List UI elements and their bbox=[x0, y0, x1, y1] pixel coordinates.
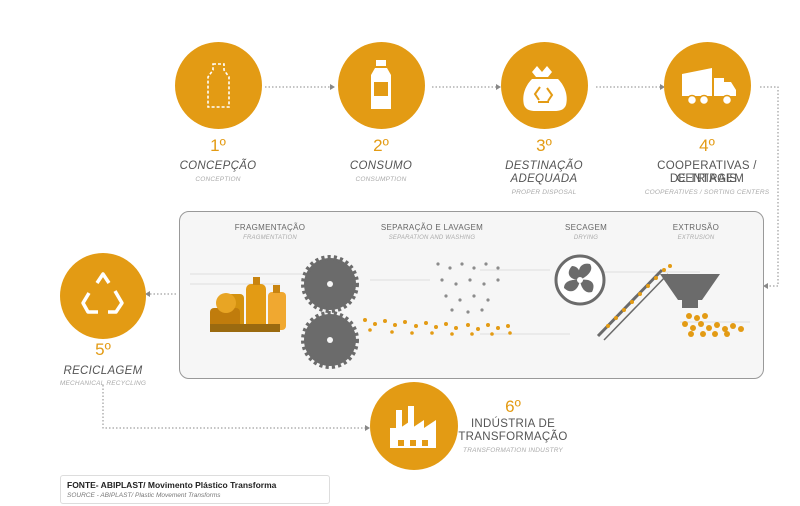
step1-name: CONCEPÇÃO bbox=[179, 160, 257, 172]
step5-sub: MECHANICAL RECYCLING bbox=[59, 380, 147, 387]
step3-name-line1: DESTINAÇÃO bbox=[505, 160, 583, 172]
step1-sub: CONCEPTION bbox=[195, 176, 241, 183]
step1-circle bbox=[175, 42, 262, 129]
recycling-process-panel: FRAGMENTAÇÃO FRAGMENTATION SEPARAÇÃO E L… bbox=[179, 211, 764, 379]
bottle-outline-icon bbox=[207, 63, 230, 108]
plastic-flakes bbox=[363, 318, 512, 336]
recycle-bag-icon bbox=[523, 66, 567, 111]
step2-circle bbox=[338, 42, 425, 129]
step3-name-line2: ADEQUADA bbox=[510, 173, 578, 185]
step2-number: 2º bbox=[373, 136, 389, 155]
step4-number: 4º bbox=[699, 136, 715, 155]
step4-circle bbox=[664, 42, 751, 129]
step4-name-line1: COOPERATIVAS / CENTRAIS bbox=[657, 160, 757, 185]
step2-name: CONSUMO bbox=[349, 160, 413, 172]
water-drops-icon bbox=[436, 262, 500, 314]
process-extrusion-sub: EXTRUSION bbox=[677, 235, 715, 241]
extruder-hopper-icon bbox=[660, 274, 720, 308]
step6-name-line2: TRANSFORMAÇÃO bbox=[458, 431, 568, 443]
step4-name-line2: DE TRIAGEM bbox=[669, 173, 745, 185]
source-line1: FONTE- ABIPLAST/ Movimento Plástico Tran… bbox=[67, 480, 277, 490]
step6-name-line1: INDÚSTRIA DE bbox=[470, 418, 556, 430]
step3-number: 3º bbox=[536, 136, 552, 155]
step5-number: 5º bbox=[95, 340, 111, 359]
pellets-output bbox=[682, 313, 744, 337]
process-fragmentation-label: FRAGMENTAÇÃO bbox=[234, 223, 306, 232]
step2-sub: CONSUMPTION bbox=[355, 176, 407, 183]
process-separation-sub: SEPARATION AND WASHING bbox=[388, 235, 476, 241]
process-drying-label: SECAGEM bbox=[564, 223, 608, 232]
conveyor-pellets bbox=[606, 264, 672, 328]
process-separation-label: SEPARAÇÃO E LAVAGEM bbox=[380, 223, 484, 232]
recycle-icon bbox=[81, 272, 124, 314]
source-box: FONTE- ABIPLAST/ Movimento Plástico Tran… bbox=[60, 475, 330, 504]
drying-fan-icon bbox=[554, 254, 606, 306]
bottle-icon bbox=[371, 60, 391, 109]
step6-number: 6º bbox=[505, 397, 521, 416]
step3-sub: PROPER DISPOSAL bbox=[511, 189, 577, 196]
process-illustration bbox=[190, 254, 750, 369]
step1-number: 1º bbox=[210, 136, 226, 155]
step4-sub: COOPERATIVES / SORTING CENTERS bbox=[644, 189, 770, 196]
step5-circle bbox=[60, 253, 146, 339]
step6-sub: TRANSFORMATION INDUSTRY bbox=[463, 447, 563, 454]
plastic-bottles-icon bbox=[210, 277, 286, 332]
conveyor-belt bbox=[596, 268, 669, 341]
step5-name: RECICLAGEM bbox=[63, 365, 143, 377]
factory-icon bbox=[390, 406, 436, 448]
process-extrusion-label: EXTRUSÃO bbox=[672, 223, 720, 232]
step6-circle bbox=[370, 382, 458, 470]
process-fragmentation-sub: FRAGMENTATION bbox=[243, 235, 297, 241]
shredder-blade-icon bbox=[301, 255, 359, 369]
garbage-truck-icon bbox=[682, 68, 736, 106]
step3-circle bbox=[501, 42, 588, 129]
process-drying-sub: DRYING bbox=[573, 235, 599, 241]
source-line2: SOURCE - ABIPLAST/ Plastic Movement Tran… bbox=[67, 492, 221, 499]
